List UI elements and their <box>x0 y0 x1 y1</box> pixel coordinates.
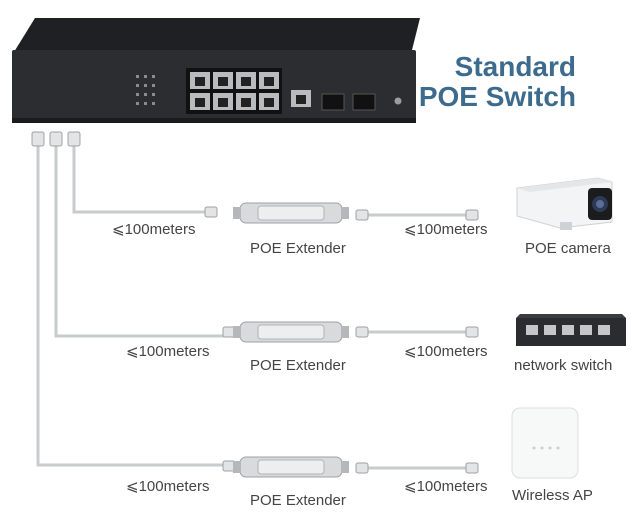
title-line-2: POE Switch <box>418 81 576 112</box>
poe-extender-icon <box>233 202 349 224</box>
poe-extender-icon <box>233 456 349 478</box>
poe-camera-icon <box>516 177 613 230</box>
device-label-poe-camera: POE camera <box>525 240 611 257</box>
extender-label: POE Extender <box>250 357 346 374</box>
left-distance-label: ⩽100meters <box>112 221 196 238</box>
extender-label: POE Extender <box>250 240 346 257</box>
left-distance-label: ⩽100meters <box>126 343 210 360</box>
right-distance-label: ⩽100meters <box>404 478 488 495</box>
poe-extender-icon <box>233 321 349 343</box>
right-distance-label: ⩽100meters <box>404 343 488 360</box>
rj45-plugs <box>31 131 479 474</box>
title-line-1: Standard <box>454 51 576 82</box>
wireless-ap-icon <box>511 407 579 479</box>
network-switch-icon <box>516 314 626 346</box>
device-label-wireless-ap: Wireless AP <box>512 487 593 504</box>
left-distance-label: ⩽100meters <box>126 478 210 495</box>
device-label-network-switch: network switch <box>514 357 613 374</box>
poe-switch-image <box>12 18 420 123</box>
diagram-title: Standard POE Switch <box>400 52 576 112</box>
right-distance-label: ⩽100meters <box>404 221 488 238</box>
cables <box>36 142 470 470</box>
extender-label: POE Extender <box>250 492 346 509</box>
